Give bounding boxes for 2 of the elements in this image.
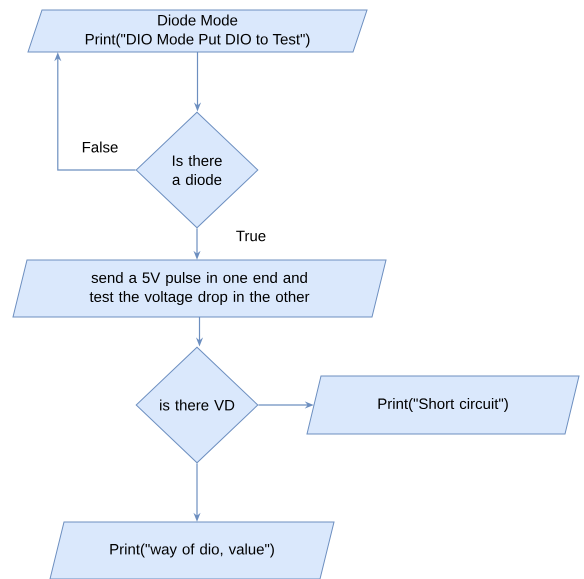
- edge-label: True: [234, 230, 268, 242]
- edge-label: False: [80, 140, 120, 154]
